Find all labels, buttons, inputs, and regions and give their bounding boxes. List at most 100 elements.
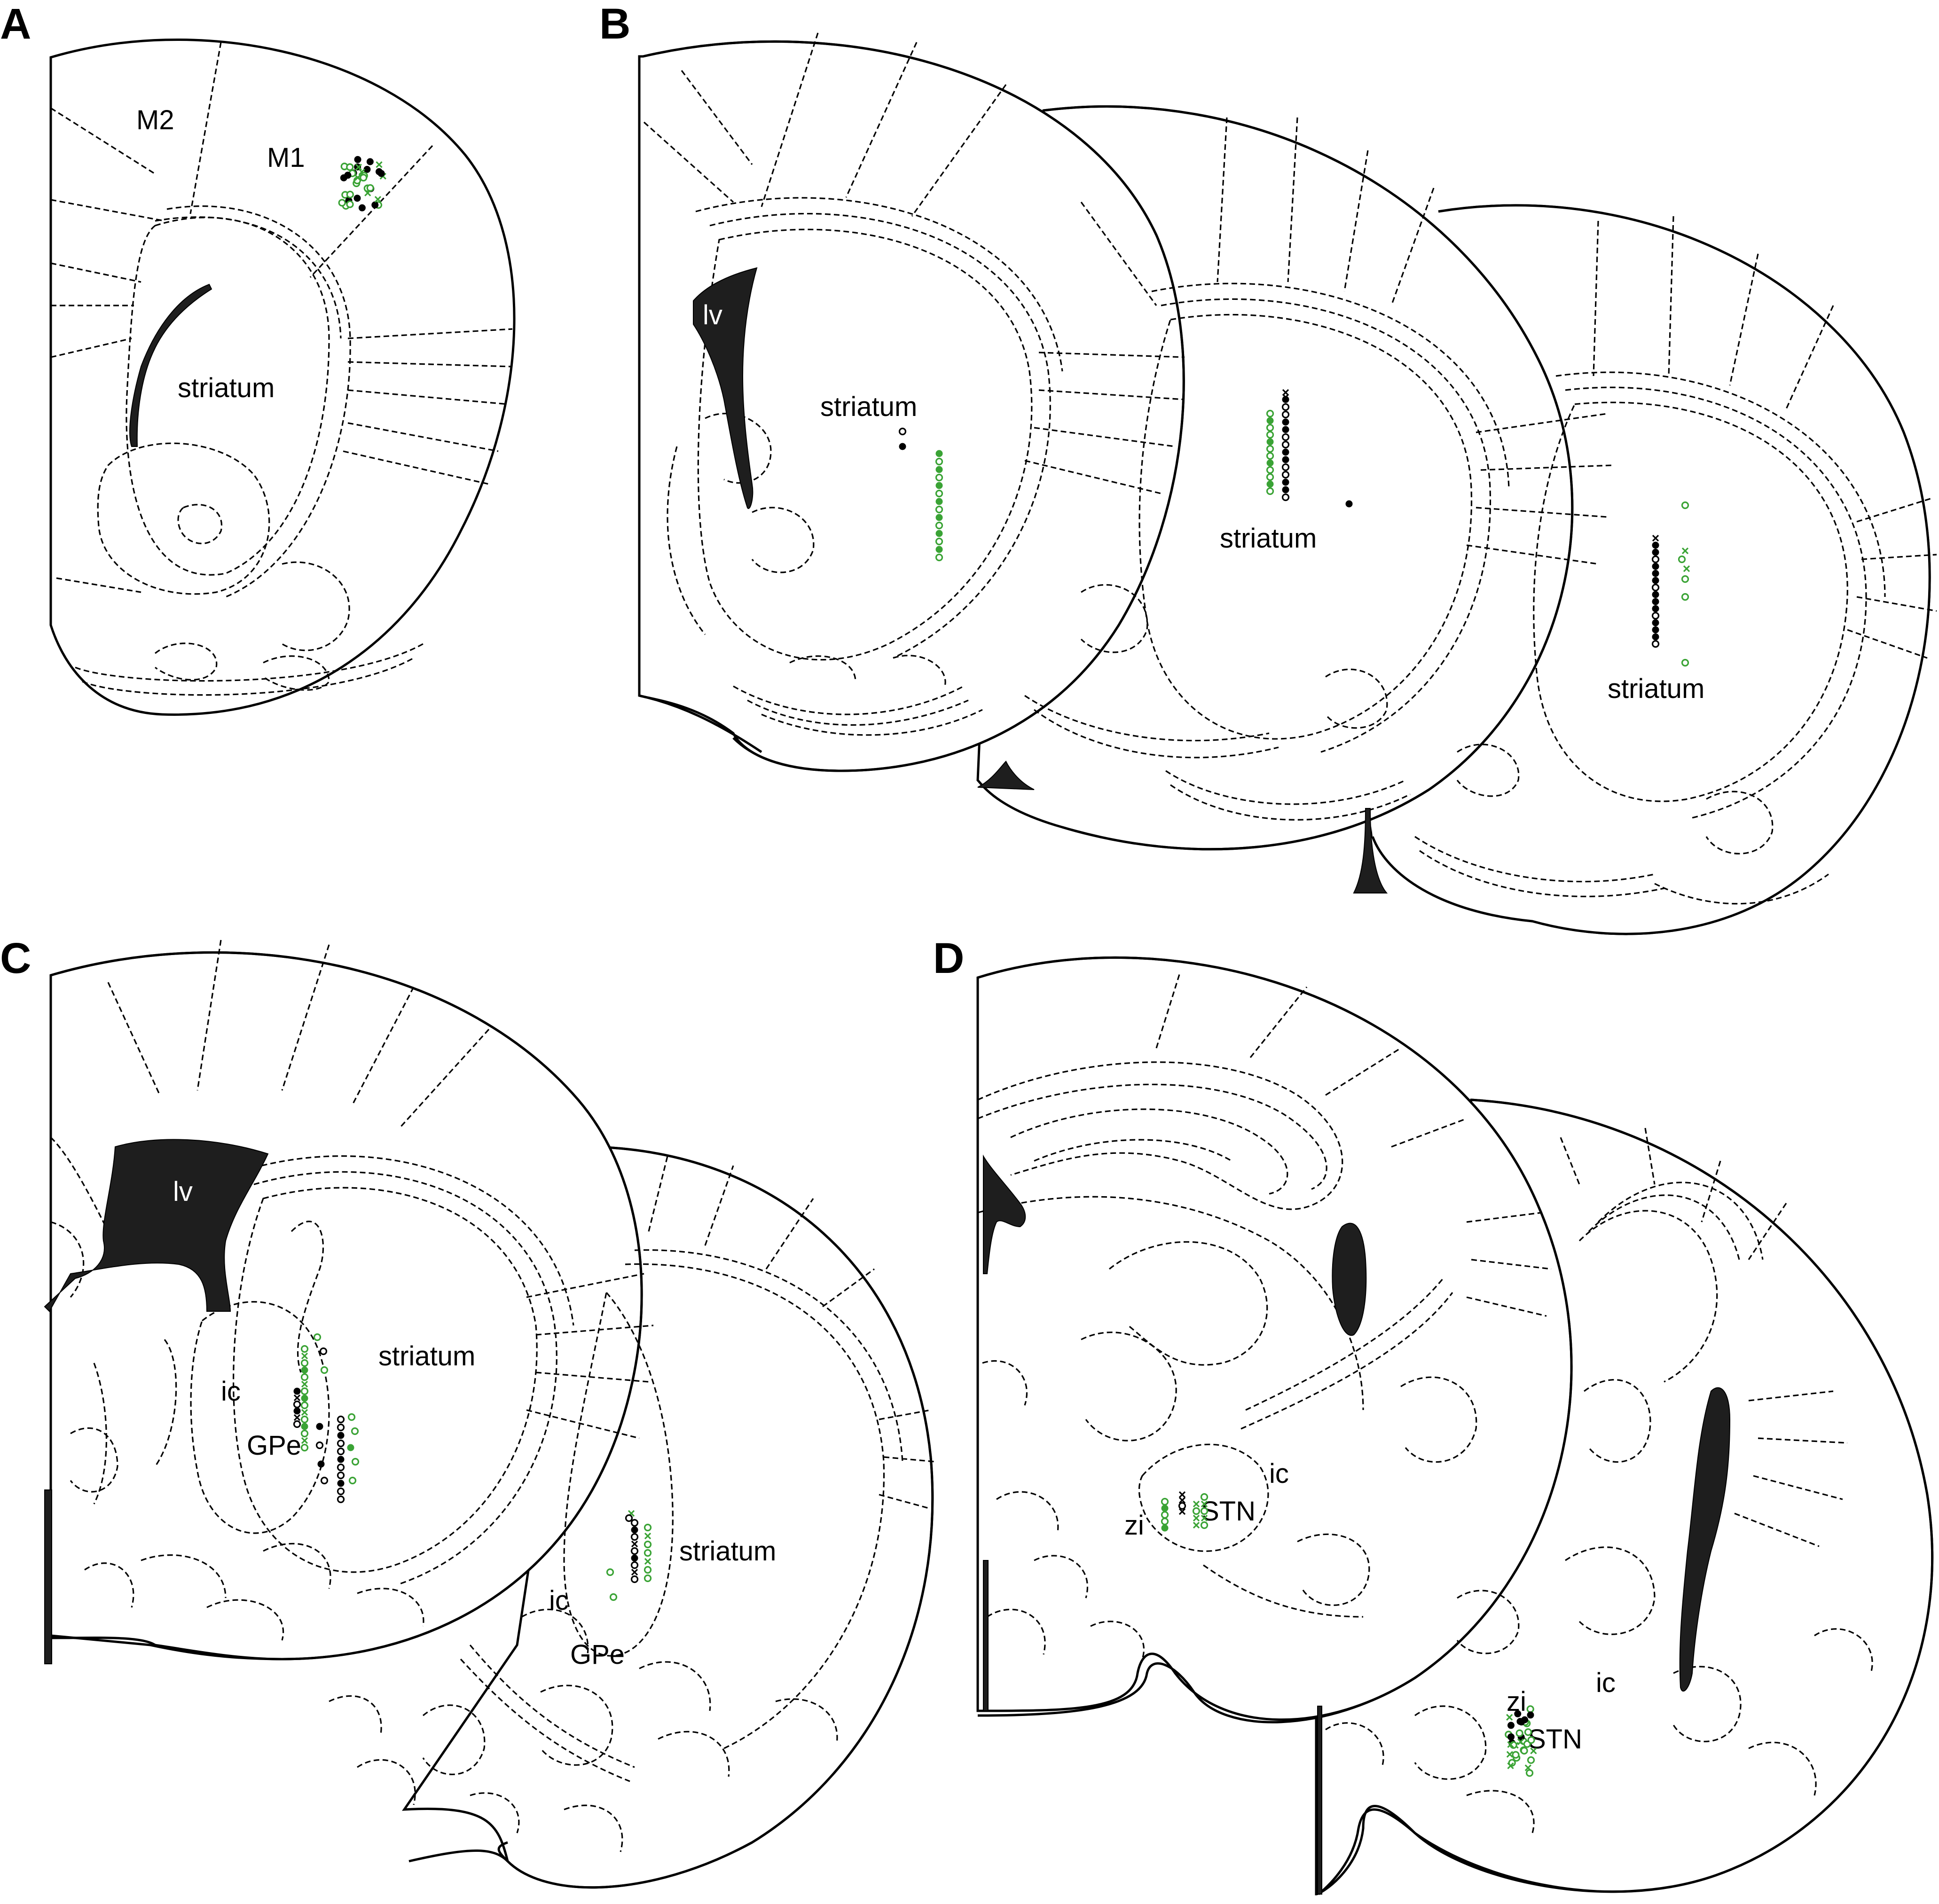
site-filled-marker (1652, 626, 1659, 634)
site-open-marker (935, 553, 943, 562)
site-cross-marker (301, 1437, 308, 1444)
site-cross-marker (355, 164, 362, 171)
midline-wall-c (44, 1489, 52, 1664)
site-filled-marker (344, 172, 352, 179)
site-open-marker (351, 1457, 360, 1466)
site-open-marker (1266, 466, 1274, 474)
site-open-marker (337, 1471, 345, 1480)
site-open-marker (346, 163, 354, 171)
section-d2-structures (1325, 1128, 1873, 1833)
site-filled-marker (1266, 417, 1274, 424)
site-cross-marker (1178, 1491, 1186, 1498)
site-open-marker (1281, 493, 1290, 501)
site-cross-marker (631, 1568, 638, 1576)
site-filled-marker (935, 450, 943, 457)
site-filled-marker (1161, 1504, 1169, 1512)
site-open-marker (337, 1447, 345, 1456)
site-open-marker (898, 427, 907, 436)
site-open-marker (1281, 463, 1290, 471)
site-open-marker (320, 1366, 329, 1374)
label-ic-c2: ic (549, 1585, 569, 1616)
site-filled-marker (1514, 1710, 1522, 1717)
section-c2-notch (497, 1841, 509, 1862)
site-open-marker (630, 1533, 639, 1541)
striatum-outline-a (126, 217, 330, 576)
site-open-marker (1178, 1502, 1186, 1510)
site-cross-marker (1201, 1500, 1208, 1508)
site-open-marker (1200, 1493, 1209, 1501)
ventral-notch-b3 (1353, 808, 1388, 893)
panel-letter-b: B (599, 0, 630, 48)
site-filled-marker (377, 170, 385, 177)
site-cross-marker (301, 1409, 308, 1416)
site-open-marker (360, 173, 368, 182)
site-filled-marker (301, 1395, 308, 1402)
site-cross-marker (1530, 1747, 1537, 1755)
label-m1: M1 (267, 142, 305, 173)
site-cross-marker (376, 161, 383, 168)
site-open-marker (1508, 1759, 1516, 1767)
site-open-marker (1681, 593, 1689, 601)
site-open-marker (300, 1429, 309, 1438)
site-open-marker (351, 1427, 359, 1435)
site-cross-marker (1524, 1764, 1531, 1771)
section-c1-structures (50, 940, 654, 1641)
label-ic-d1: ic (1269, 1458, 1289, 1489)
site-filled-marker (1161, 1524, 1169, 1532)
section-c2-structures (329, 1156, 936, 1852)
site-filled-marker (1282, 486, 1289, 494)
site-filled-marker (1282, 448, 1289, 456)
site-cross-marker (354, 174, 361, 181)
recording-sites-a (338, 156, 386, 212)
site-filled-marker (337, 1480, 345, 1487)
midline-wall-d2 (1317, 1706, 1322, 1895)
label-m2: M2 (136, 105, 174, 135)
site-open-marker (1192, 1507, 1201, 1515)
site-filled-marker (354, 156, 361, 163)
site-open-marker (1266, 473, 1274, 481)
section-d1-structures (977, 972, 1552, 1660)
site-open-marker (337, 1487, 345, 1496)
site-open-marker (1281, 470, 1290, 479)
site-open-marker (315, 1441, 324, 1450)
site-open-marker (300, 1387, 309, 1395)
site-filled-marker (293, 1387, 301, 1395)
section-b1-structures (643, 32, 1185, 736)
site-filled-marker (1527, 1711, 1534, 1719)
site-filled-marker (1266, 480, 1274, 488)
site-open-marker (1266, 445, 1274, 453)
site-cross-marker (644, 1532, 652, 1540)
site-open-marker (1512, 1751, 1520, 1759)
label-stn-d2: STN (1528, 1724, 1582, 1755)
site-open-marker (630, 1547, 639, 1555)
label-striatum-c1: striatum (378, 1341, 475, 1371)
site-cross-marker (1652, 534, 1659, 542)
section-c2-outline (408, 1145, 934, 1889)
site-open-marker (346, 190, 354, 198)
site-open-marker (337, 1463, 345, 1472)
label-striatum-a: striatum (178, 373, 275, 403)
site-open-marker (1281, 410, 1290, 419)
site-cross-marker (1193, 1521, 1200, 1529)
site-cross-marker (1178, 1497, 1186, 1504)
site-open-marker (1266, 423, 1274, 432)
lateral-ventricle-d1 (1332, 1222, 1367, 1336)
label-striatum-b3: striatum (1608, 674, 1704, 704)
site-filled-marker (293, 1407, 301, 1415)
lateral-ventricle-b (693, 267, 758, 509)
site-cross-marker (1681, 547, 1689, 555)
site-filled-marker (1521, 1716, 1529, 1724)
section-b2-outline (1043, 105, 1574, 851)
site-open-marker (337, 1423, 345, 1432)
site-cross-marker (1506, 1714, 1513, 1721)
site-open-marker (1161, 1511, 1169, 1519)
section-d2-outline (1318, 1098, 1934, 1895)
section-b3-structures (1414, 216, 1937, 905)
site-cross-marker (1201, 1514, 1208, 1522)
section-c1-outline (50, 951, 643, 1661)
site-open-marker (630, 1519, 639, 1527)
site-cross-marker (301, 1352, 308, 1360)
recording-sites-d (1161, 1491, 1537, 1777)
site-filled-marker (631, 1554, 638, 1562)
